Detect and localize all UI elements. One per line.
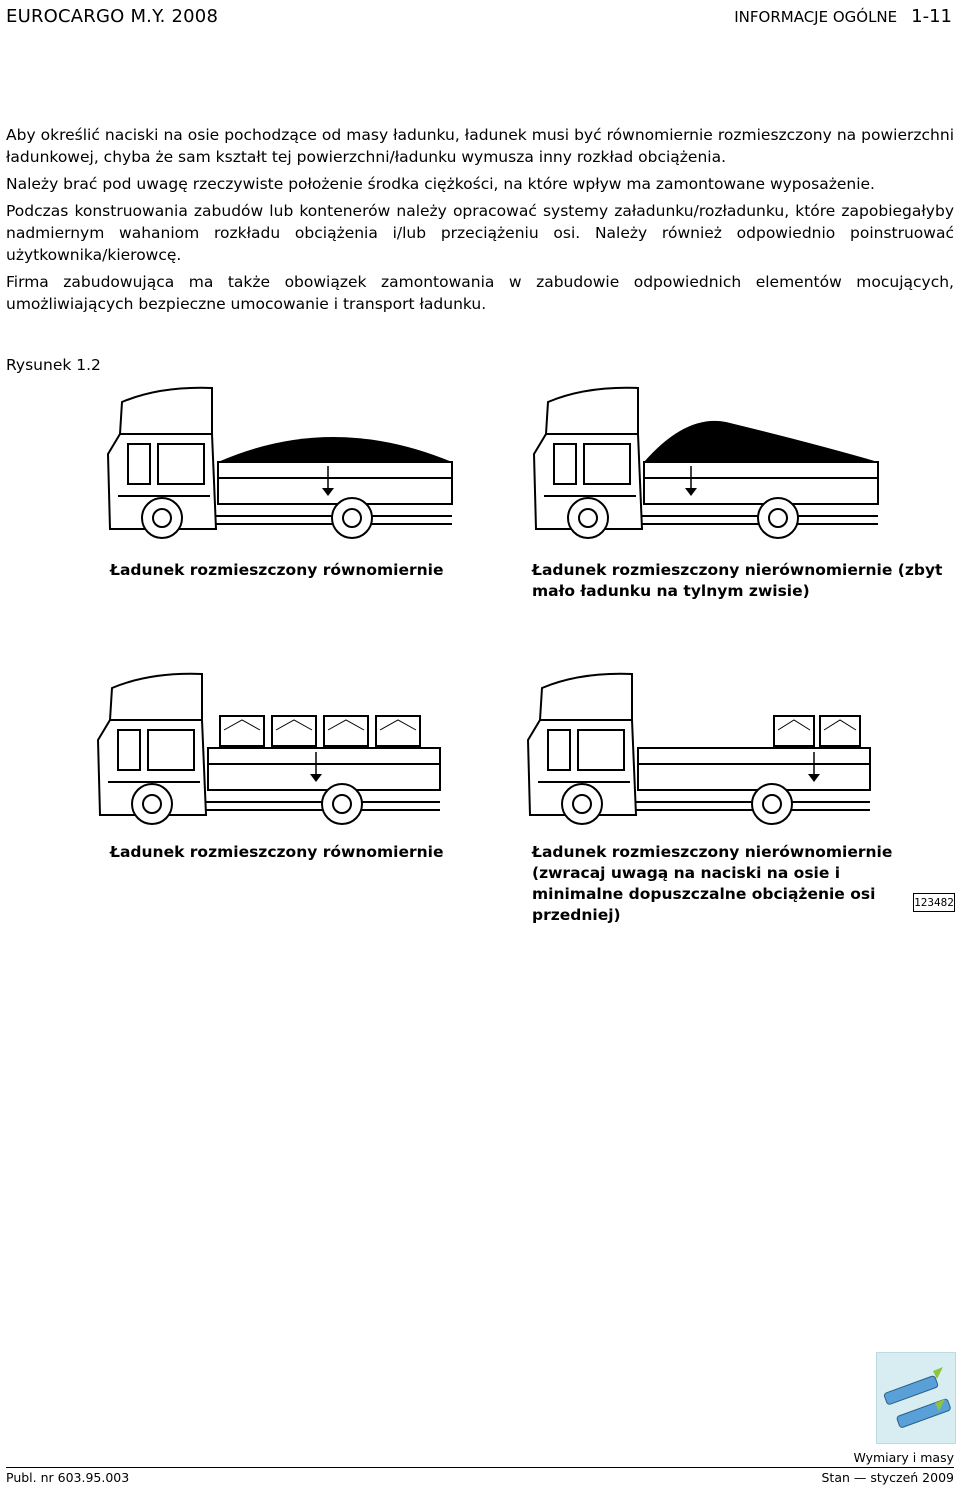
- paragraph-3: Podczas konstruowania zabudów lub konten…: [6, 202, 954, 264]
- caption-1: Ładunek rozmieszczony równomiernie: [110, 561, 444, 579]
- truck-illustration-1: [106, 386, 453, 539]
- footer-divider: [6, 1467, 954, 1468]
- truck-illustration-2: [532, 386, 879, 539]
- caption-4: Ładunek rozmieszczony nierównomiernie (z…: [532, 843, 893, 924]
- footer-section-title: Wymiary i masy: [853, 1450, 954, 1465]
- body-text: Aby określić naciski na osie pochodzące …: [6, 124, 954, 320]
- page-number: 1-11: [911, 6, 952, 27]
- figure-reference-number: 123482: [913, 893, 955, 912]
- section-title: INFORMACJE OGÓLNE: [734, 8, 898, 26]
- publication-number: Publ. nr 603.95.003: [6, 1470, 130, 1485]
- paragraph-1: Aby określić naciski na osie pochodzące …: [6, 126, 954, 166]
- truck-logo-icon: [876, 1352, 956, 1444]
- publication-status: Stan — styczeń 2009: [821, 1470, 954, 1485]
- paragraph-4: Firma zabudowująca ma także obowiązek za…: [6, 273, 954, 313]
- truck-illustration-4: [526, 672, 871, 825]
- caption-2: Ładunek rozmieszczony nierównomiernie (z…: [532, 561, 943, 600]
- paragraph-2: Należy brać pod uwagę rzeczywiste położe…: [6, 175, 875, 193]
- document-title: EUROCARGO M.Y. 2008: [6, 6, 219, 27]
- truck-illustration-3: [96, 672, 441, 825]
- figure-label: Rysunek 1.2: [6, 356, 101, 374]
- page-header-right: INFORMACJE OGÓLNE 1-11: [734, 6, 952, 27]
- caption-3: Ładunek rozmieszczony równomiernie: [110, 843, 444, 861]
